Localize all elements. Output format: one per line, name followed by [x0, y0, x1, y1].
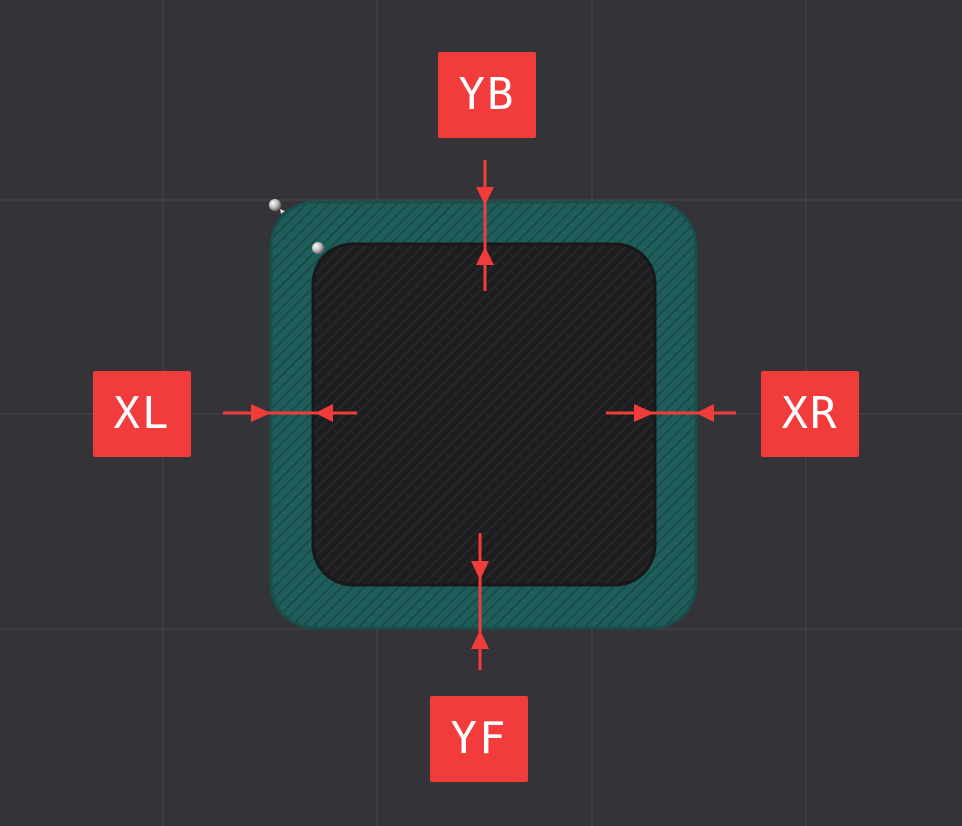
xr-arrow-pair-icon	[606, 404, 736, 422]
outer-corner-handle-icon[interactable]	[269, 199, 281, 211]
yf-arrow-pair-icon	[471, 533, 489, 670]
label-yb-text: YB	[458, 69, 516, 120]
yb-arrow-pair-icon	[476, 160, 494, 291]
xl-arrow-pair-icon	[223, 404, 357, 422]
label-xl-text: XL	[113, 388, 171, 439]
label-xr: XR	[761, 371, 859, 457]
label-yf: YF	[430, 696, 528, 782]
label-yf-text: YF	[450, 713, 508, 764]
label-xr-text: XR	[781, 388, 839, 439]
inner-corner-handle-icon[interactable]	[312, 242, 324, 254]
label-yb: YB	[438, 52, 536, 138]
inner-plate	[311, 242, 657, 587]
outer-corner-pointer-icon	[280, 209, 285, 214]
label-xl: XL	[93, 371, 191, 457]
